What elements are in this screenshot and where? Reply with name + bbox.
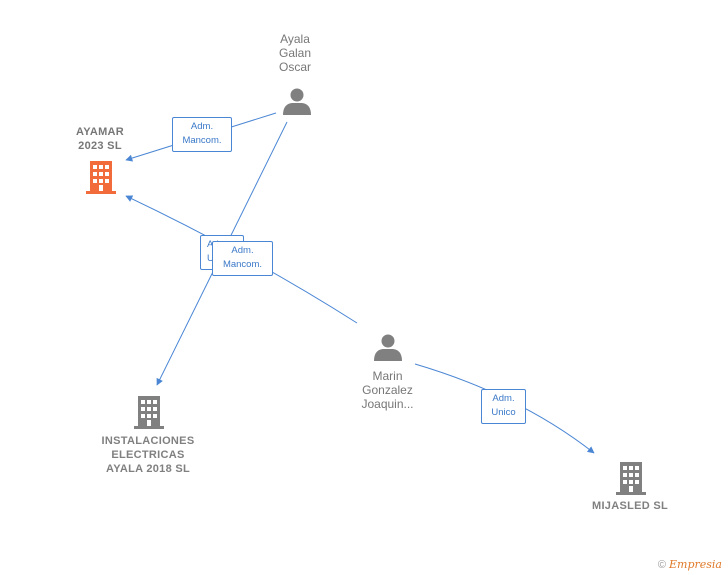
brand-logo: Empresia: [669, 558, 722, 571]
node-label-ayala[interactable]: Ayala Galan Oscar: [278, 32, 312, 74]
node-label-instalaciones[interactable]: INSTALACIONES ELECTRICAS AYALA 2018 SL: [101, 435, 195, 475]
node-label-ayamar[interactable]: AYAMAR 2023 SL: [75, 126, 125, 152]
building-icon[interactable]: [86, 161, 116, 194]
edge-label-ayala-ayamar: Adm. Mancom.: [172, 117, 232, 152]
node-label-mijasled[interactable]: MIJASLED SL: [591, 500, 669, 512]
person-icon[interactable]: [283, 88, 311, 116]
edge-label-marin-mijasled: Adm. Unico: [481, 389, 526, 424]
person-icon[interactable]: [374, 334, 402, 362]
building-icon[interactable]: [616, 462, 646, 495]
node-label-marin[interactable]: Marin Gonzalez Joaquin...: [361, 369, 414, 411]
copyright-icon: ©: [657, 559, 666, 571]
watermark: © Empresia: [658, 558, 722, 571]
edge-label-marin-ayamar: Adm. Mancom.: [212, 241, 273, 276]
building-icon[interactable]: [134, 396, 164, 429]
